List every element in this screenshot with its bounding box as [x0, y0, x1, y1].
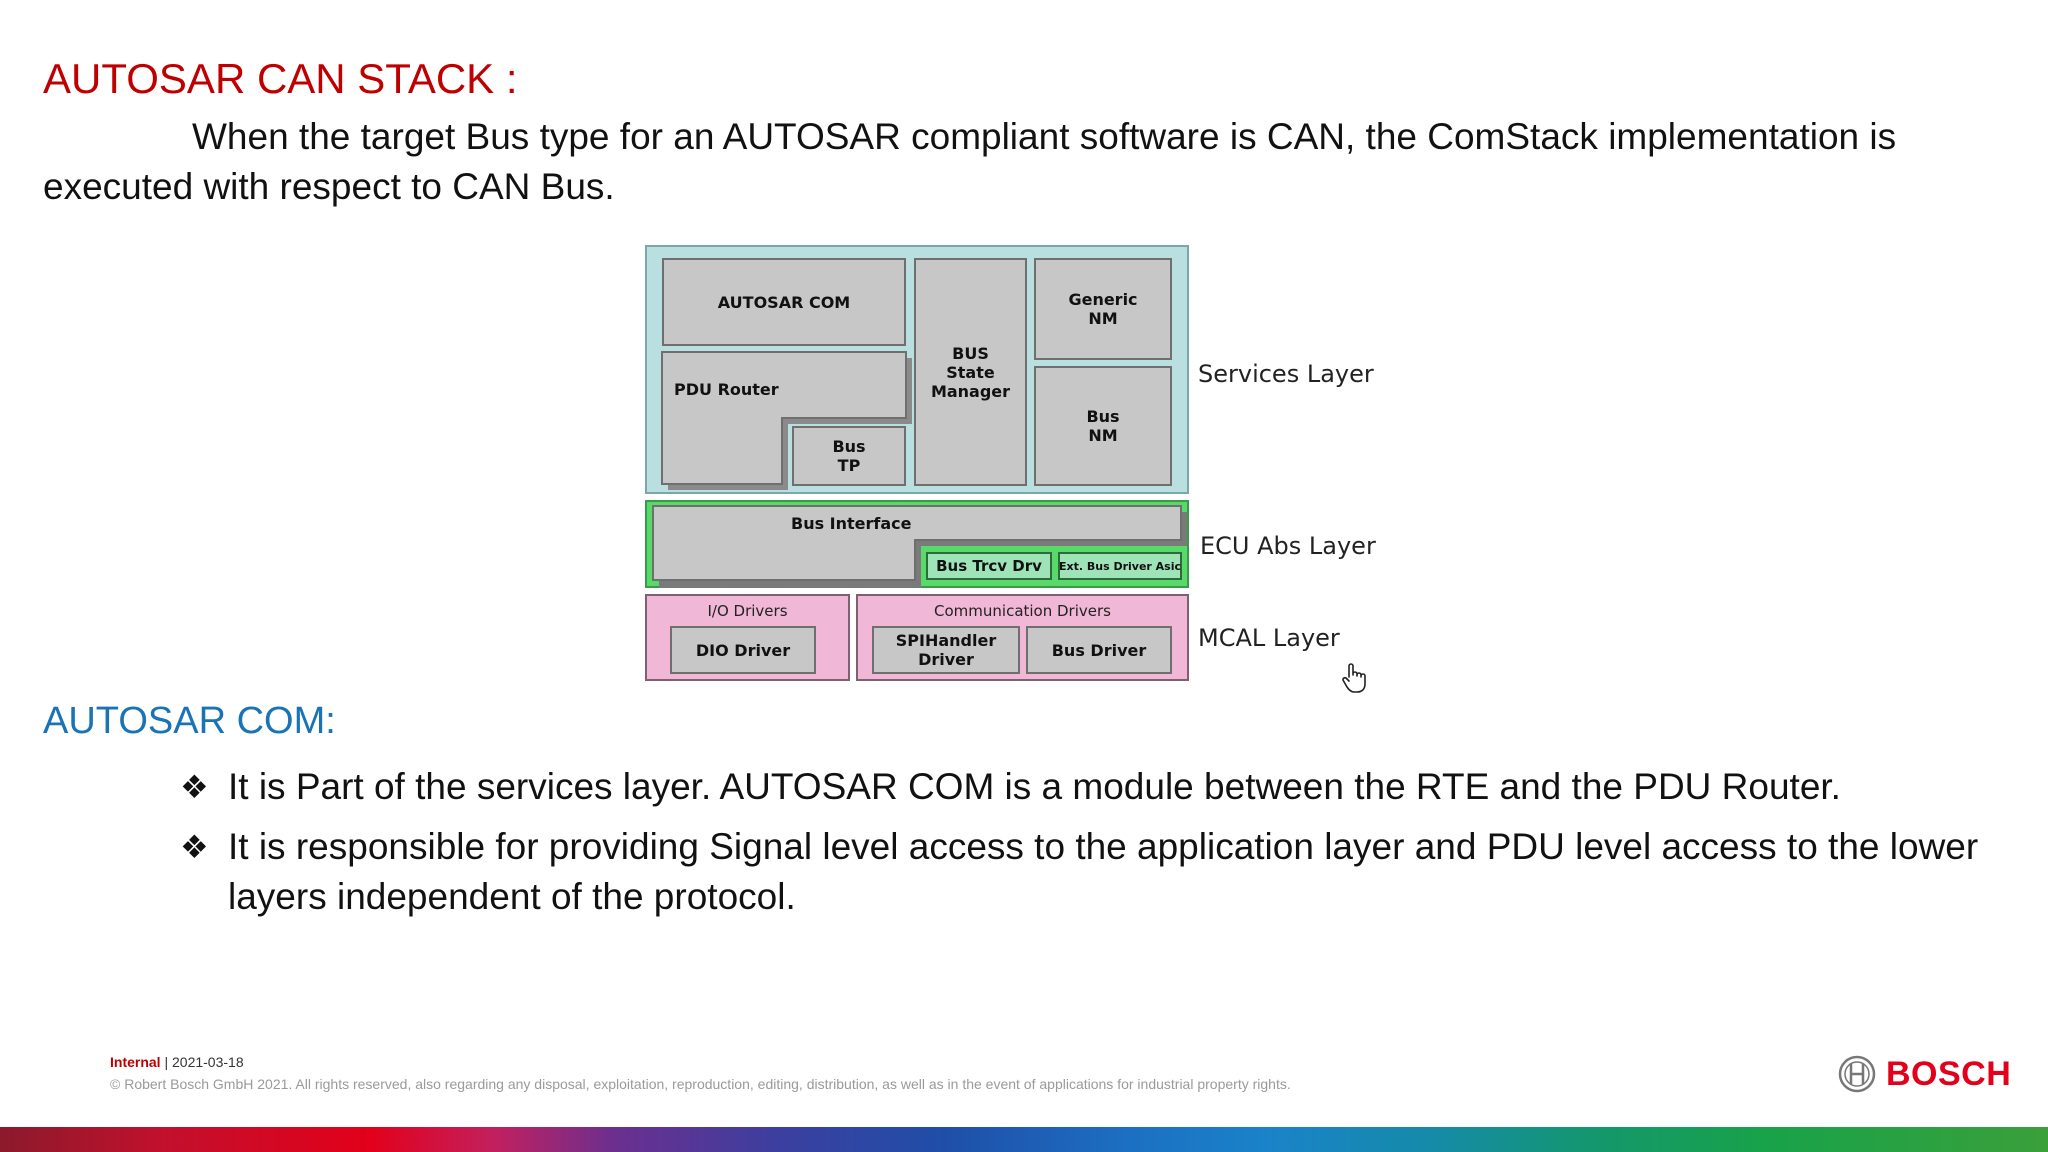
brand-color-band — [0, 1127, 2048, 1152]
pdu-router-label: PDU Router — [674, 380, 779, 399]
footer-date: | 2021-03-18 — [160, 1054, 244, 1070]
bus-interface-label: Bus Interface — [791, 514, 912, 533]
bus-nm-module: Bus NM — [1034, 366, 1172, 486]
autosar-com-module: AUTOSAR COM — [662, 258, 906, 346]
bus-tp-module: Bus TP — [792, 426, 906, 486]
bosch-logo: BOSCH — [1838, 1052, 2011, 1096]
bullet-item: ❖ It is Part of the services layer. AUTO… — [180, 762, 1980, 812]
bus-interface-module: Bus Interface — [652, 505, 1187, 588]
communication-drivers-label: Communication Drivers — [934, 602, 1111, 620]
mcal-layer-label: MCAL Layer — [1198, 624, 1340, 652]
ext-bus-driver-asic-module: Ext. Bus Driver Asic — [1058, 552, 1182, 580]
autosar-can-stack-diagram: AUTOSAR COM PDU Router Bus TP BUS State … — [645, 245, 1376, 693]
bus-state-manager-module: BUS State Manager — [914, 258, 1027, 486]
bullet-list: ❖ It is Part of the services layer. AUTO… — [180, 762, 1980, 932]
slide-title: AUTOSAR CAN STACK : — [43, 55, 518, 102]
services-layer-label: Services Layer — [1198, 360, 1374, 388]
hand-pointer-icon — [1342, 663, 1366, 693]
bosch-armature-logo-icon — [1838, 1055, 1876, 1093]
intro-paragraph: When the target Bus type for an AUTOSAR … — [43, 116, 1897, 207]
section-title: AUTOSAR COM: — [43, 700, 336, 742]
pdu-router-module: PDU Router — [661, 351, 912, 490]
io-drivers-label: I/O Drivers — [707, 602, 788, 620]
footer-meta: Internal | 2021-03-18 — [110, 1054, 244, 1070]
copyright-notice: © Robert Bosch GmbH 2021. All rights res… — [110, 1076, 1291, 1092]
bus-trcv-drv-module: Bus Trcv Drv — [926, 552, 1052, 580]
bus-driver-module: Bus Driver — [1026, 626, 1172, 674]
generic-nm-module: Generic NM — [1034, 258, 1172, 360]
bosch-wordmark: BOSCH — [1886, 1054, 2012, 1093]
classification-label: Internal — [110, 1054, 161, 1070]
ecu-abs-layer-label: ECU Abs Layer — [1200, 532, 1376, 560]
dio-driver-module: DIO Driver — [670, 626, 816, 674]
spihandler-driver-module: SPIHandler Driver — [872, 626, 1020, 674]
four-diamond-bullet-icon: ❖ — [180, 829, 209, 865]
four-diamond-bullet-icon: ❖ — [180, 769, 209, 805]
bullet-item: ❖ It is responsible for providing Signal… — [180, 822, 1980, 922]
